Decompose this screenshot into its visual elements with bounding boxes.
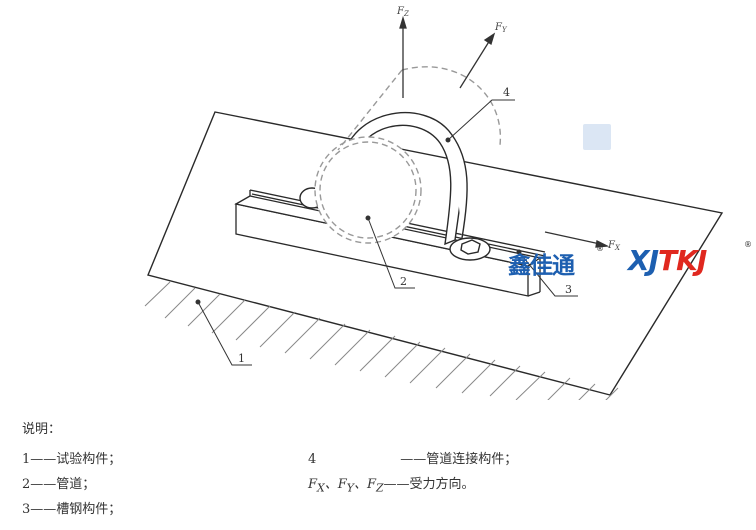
fy-label: FY (494, 22, 508, 34)
ground-hatching (144, 281, 619, 400)
legend-item-forces: FX、FY、FZ——受力方向。 (308, 477, 475, 495)
brand-logo-en: XJTKJ (628, 244, 707, 277)
legend-item-3: 3——槽钢构件； (22, 502, 122, 517)
legend-item-4: 4——管道连接构件； (308, 452, 518, 467)
faint-watermark-icon (583, 124, 611, 150)
registered-mark: ® (596, 244, 604, 253)
callout-4: 4 (503, 86, 510, 99)
callout-leaders (195, 99, 578, 366)
pipe (314, 66, 502, 244)
callout-3: 3 (565, 283, 572, 296)
registered-mark-en: ® (744, 240, 752, 249)
legend-item-1: 1——试验构件； (22, 452, 122, 467)
callout-1: 1 (238, 352, 245, 365)
callout-2: 2 (400, 275, 407, 288)
brand-logo-cn: 鑫佳通 (508, 253, 575, 279)
force-arrows (399, 15, 610, 248)
legend-title: 说明： (22, 422, 62, 437)
fz-label: FZ (396, 6, 409, 18)
pipe-clamp (299, 112, 491, 261)
pipe-support-test-diagram: FZ FY FX 1 2 3 4 (144, 6, 724, 400)
legend-item-2: 2——管道； (22, 477, 96, 492)
